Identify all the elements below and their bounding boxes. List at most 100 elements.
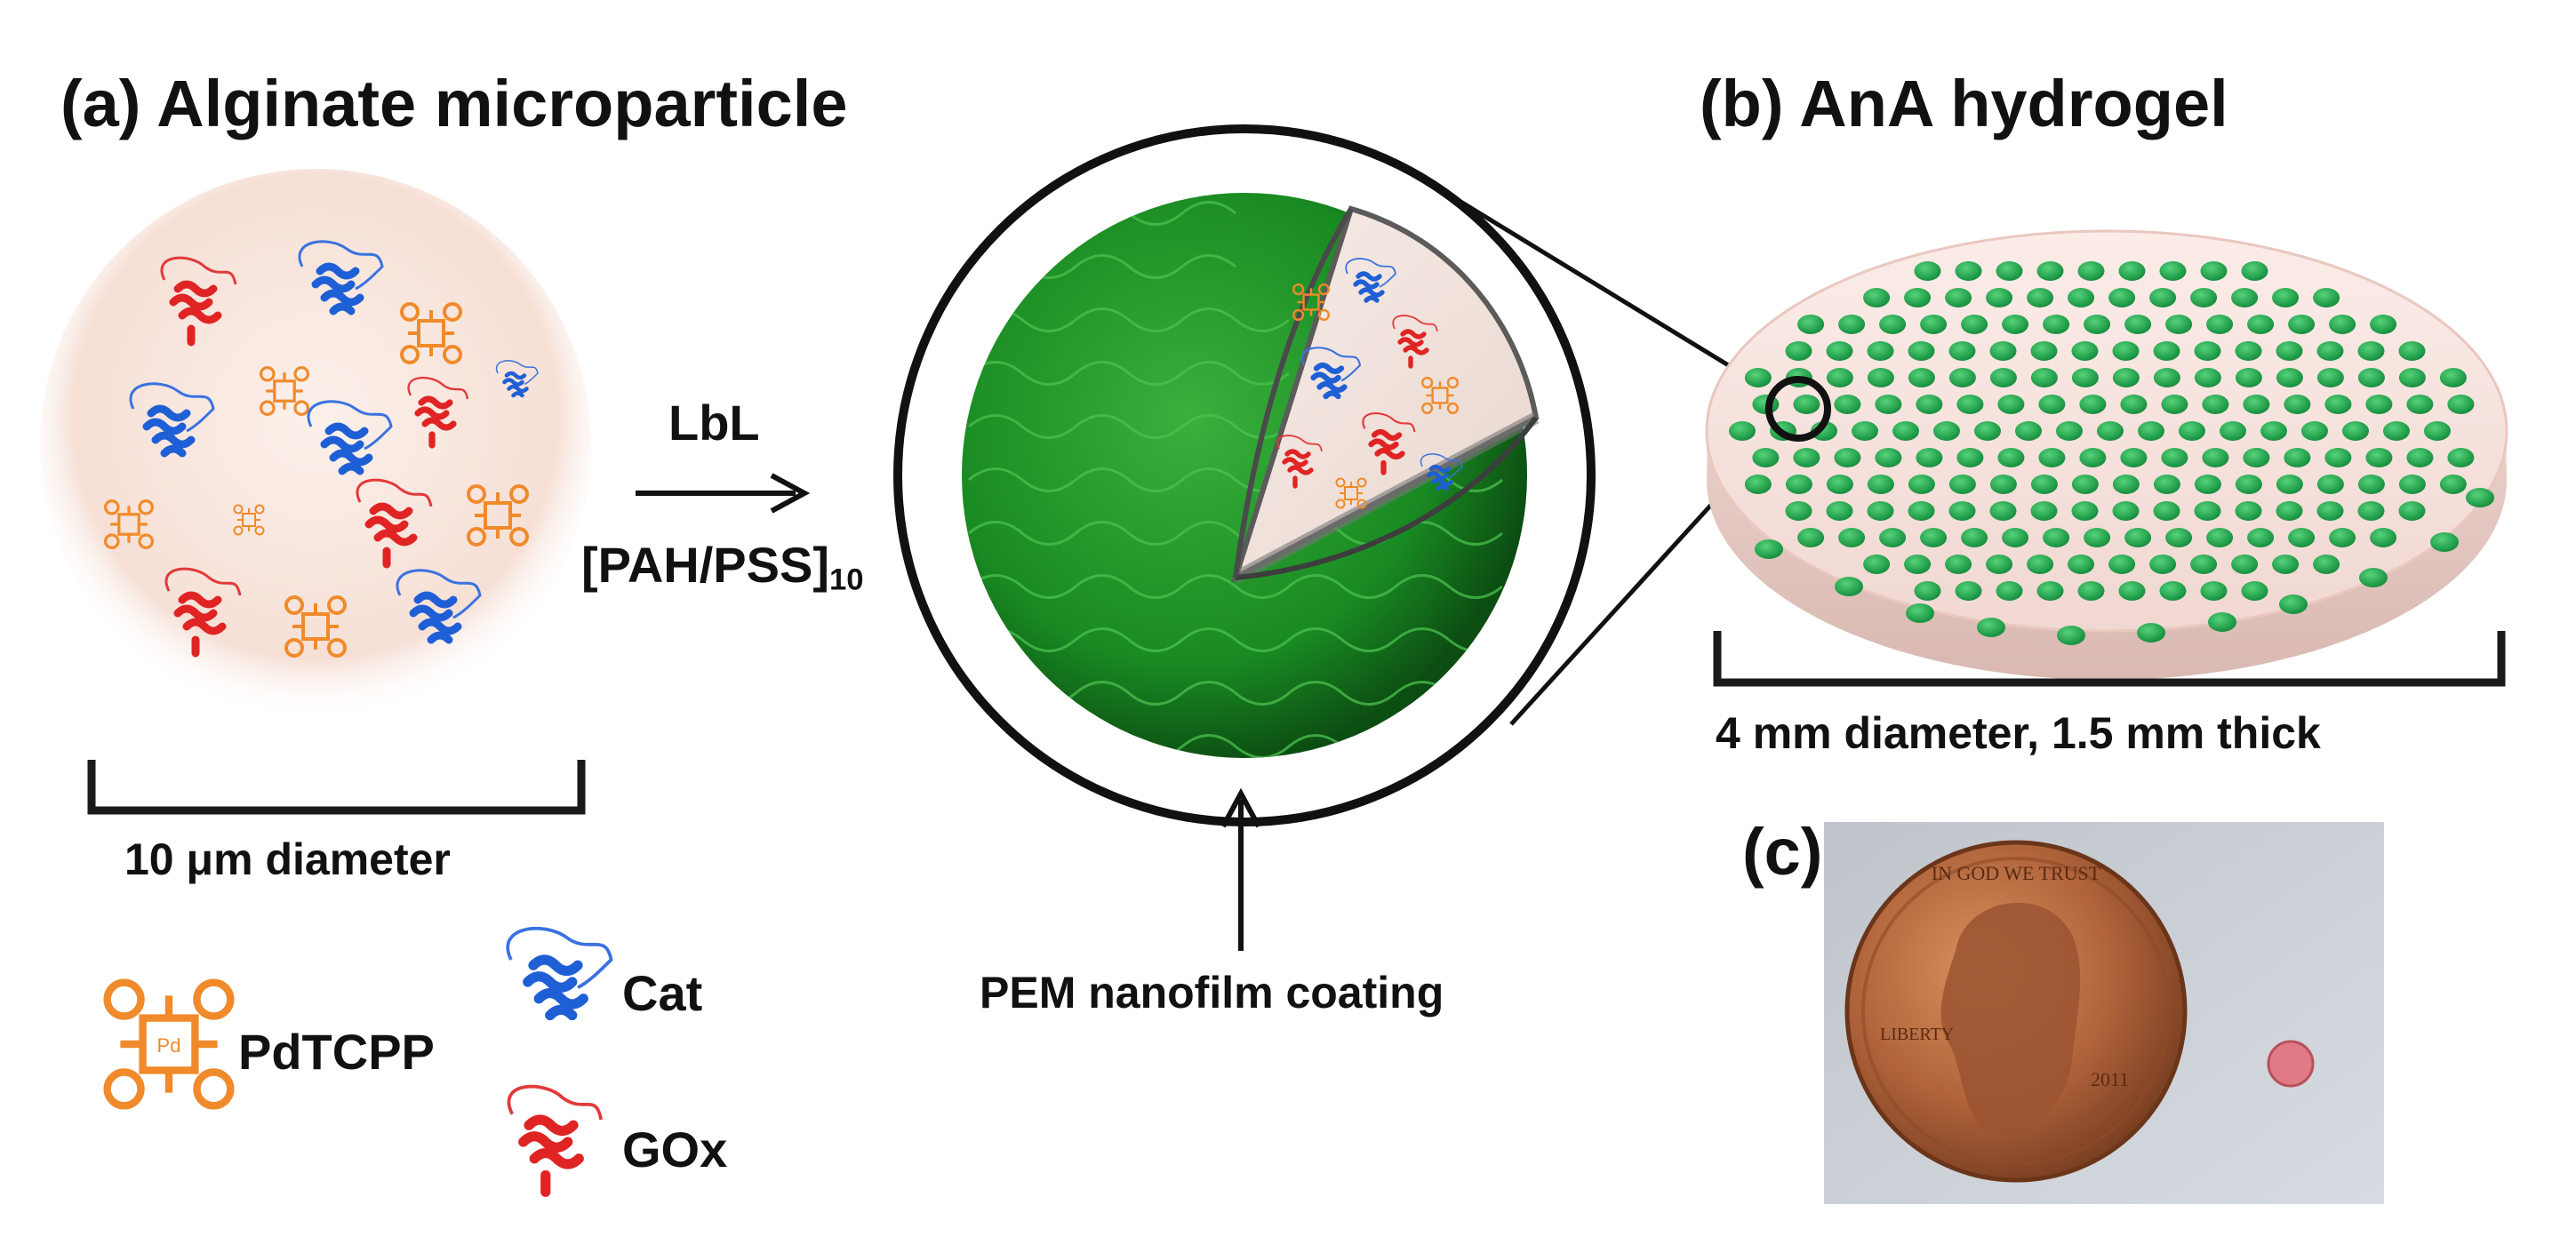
hydrogel-bead <box>1955 581 1982 601</box>
hydrogel-bead <box>2071 501 2099 521</box>
hydrogel-bead <box>2057 626 2085 645</box>
hydrogel-bead <box>1996 261 2023 281</box>
hydrogel-bead <box>2027 555 2054 574</box>
hydrogel-bead <box>2276 475 2303 494</box>
hydrogel-bead <box>1826 475 1853 494</box>
hydrogel-beads <box>1729 261 2494 645</box>
hydrogel-bead <box>1834 448 1861 467</box>
hydrogel-bead <box>1955 261 1982 281</box>
hydrogel-bead <box>1729 421 1756 441</box>
hydrogel-bead <box>2165 315 2193 334</box>
hydrogel-bead <box>2324 448 2352 467</box>
hydrogel-bead <box>1961 315 1988 334</box>
hydrogel-bead <box>1875 395 1902 414</box>
coin-photo: IN GOD WE TRUST LIBERTY 2011 <box>1824 822 2384 1204</box>
hydrogel-bead <box>2002 315 2029 334</box>
hydrogel-bead <box>1904 288 1932 307</box>
hydrogel-bead <box>2112 368 2140 387</box>
hydrogel-bead <box>2038 395 2066 414</box>
coating-label-sub: 10 <box>829 563 864 597</box>
hydrogel-bead <box>2288 528 2316 547</box>
hydrogel-bead <box>2112 501 2140 521</box>
hydrogel-bead <box>2231 288 2259 307</box>
hydrogel-bead <box>2383 421 2410 441</box>
hydrogel-bead <box>2097 421 2124 441</box>
hydrogel-bead <box>2260 421 2287 441</box>
hydrogel-bead <box>1916 395 1943 414</box>
hydrogel-bead <box>1989 501 2017 521</box>
hydrogel-bead <box>1852 421 1878 441</box>
hydrogel-bead <box>2153 475 2180 494</box>
pem-texture <box>968 201 1503 758</box>
hydrogel-bead <box>1956 395 1984 414</box>
hydrogel-bead <box>2153 341 2180 361</box>
hydrogel-bead <box>2194 341 2221 361</box>
scale-bar-a <box>87 760 586 815</box>
hydrogel-bead <box>1797 315 1825 334</box>
hydrogel-bead <box>2406 448 2434 467</box>
hydrogel-bead <box>2027 288 2054 307</box>
hydrogel-bead <box>2149 555 2177 574</box>
hydrogel-bead <box>2272 288 2300 307</box>
hydrogel-bead <box>2324 395 2352 414</box>
hydrogel-bead <box>1986 555 2013 574</box>
hydrogel-bead <box>1989 368 2017 387</box>
hydrogel-bead <box>1793 448 1820 467</box>
coin-liberty: LIBERTY <box>1880 1025 1954 1044</box>
hydrogel-bead <box>1989 341 2017 361</box>
hydrogel-bead <box>2118 261 2146 281</box>
coin-motto: IN GOD WE TRUST <box>1932 862 2101 884</box>
hydrogel-bead <box>2056 421 2083 441</box>
hydrogel-bead <box>2357 475 2385 494</box>
hydrogel-bead <box>2015 421 2042 441</box>
hydrogel-bead <box>1867 475 1894 494</box>
hydrogel-bead <box>1908 341 1935 361</box>
hydrogel-bead <box>2068 555 2095 574</box>
hydrogel-bead <box>2439 475 2467 494</box>
hydrogel-bead <box>2153 501 2180 521</box>
hydrogel-bead <box>1914 581 1941 601</box>
hydrogel-bead <box>2038 448 2066 467</box>
hydrogel-bead <box>1914 261 1941 281</box>
hydrogel-bead <box>2036 581 2064 601</box>
hydrogel-bead <box>2406 395 2434 414</box>
hydrogel-bead <box>2108 555 2136 574</box>
hydrogel-bead <box>2071 368 2099 387</box>
hydrogel-bead <box>1879 528 1907 547</box>
hydrogel-bead <box>2247 528 2275 547</box>
hydrogel-bead <box>2313 555 2340 574</box>
hydrogel-bead <box>2084 528 2111 547</box>
pd-symbol: Pd <box>157 1034 181 1057</box>
hydrogel-bead <box>2241 581 2268 601</box>
hydrogel-bead <box>2137 623 2165 642</box>
pem-callout-label: PEM nanofilm coating <box>980 968 1444 1018</box>
coating-label: [PAH/PSS]10 <box>581 540 864 597</box>
hydrogel-bead <box>2159 261 2187 281</box>
hydrogel-bead <box>2284 395 2311 414</box>
hydrogel-bead <box>2243 395 2270 414</box>
hydrogel-bead <box>1785 341 1812 361</box>
zoom-line-top <box>1456 197 1780 398</box>
hydrogel-bead <box>2077 581 2105 601</box>
hydrogel-bead <box>2118 581 2146 601</box>
hydrogel-bead <box>2313 288 2340 307</box>
hydrogel-bead <box>2466 488 2494 507</box>
hydrogel-bead <box>2279 595 2308 614</box>
hydrogel-bead <box>2316 501 2344 521</box>
hydrogel-bead <box>1920 528 1948 547</box>
hydrogel-bead <box>1867 341 1894 361</box>
hydrogel-bead <box>2036 261 2064 281</box>
hydrogel-bead <box>2231 555 2259 574</box>
hydrogel-sample <box>2267 1040 2315 1088</box>
coated-sphere <box>962 193 1540 758</box>
hydrogel-bead <box>2316 341 2344 361</box>
hydrogel-bead <box>1908 368 1935 387</box>
hydrogel-bead <box>1945 555 1972 574</box>
hydrogel-bead <box>2200 581 2228 601</box>
hydrogel-bead <box>2138 421 2164 441</box>
hydrogel-bead <box>2316 475 2344 494</box>
hydrogel-bead <box>2084 315 2111 334</box>
hydrogel-bead <box>1908 475 1935 494</box>
legend-pdtcpp-label: PdTCPP <box>238 1024 435 1080</box>
hydrogel-disc <box>1705 229 2508 680</box>
